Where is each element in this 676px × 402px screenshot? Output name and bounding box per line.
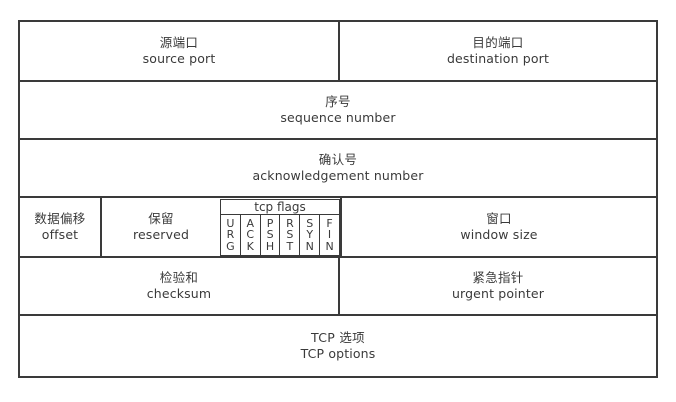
field-tcp-options-label-en: TCP options bbox=[300, 346, 376, 361]
tcp-flag-psh-line1: P bbox=[266, 216, 274, 230]
field-reserved-label-cn: 保留 bbox=[148, 210, 174, 226]
field-acknowledgement-number-label-en: acknowledgement number bbox=[252, 168, 424, 183]
tcp-flag-fin-line2: I bbox=[327, 228, 332, 242]
tcp-flag-psh: P S H bbox=[259, 215, 280, 255]
field-data-offset: 数据偏移 offset bbox=[20, 198, 100, 256]
header-row-ports: 源端口 source port 目的端口 destination port bbox=[20, 22, 656, 80]
field-urgent-pointer: 紧急指针 urgent pointer bbox=[338, 258, 656, 314]
field-tcp-options-label-cn: TCP 选项 bbox=[311, 329, 365, 345]
field-window-size-label-en: window size bbox=[460, 227, 538, 242]
tcp-flag-syn-line1: S bbox=[306, 216, 314, 230]
field-sequence-number-label-cn: 序号 bbox=[325, 93, 351, 109]
field-destination-port-label-en: destination port bbox=[446, 51, 550, 66]
tcp-flag-psh-line2: S bbox=[266, 228, 274, 242]
tcp-flags-label: tcp flags bbox=[221, 200, 339, 215]
field-source-port: 源端口 source port bbox=[20, 22, 338, 80]
field-window-size: 窗口 window size bbox=[340, 198, 656, 256]
field-urgent-pointer-label-cn: 紧急指针 bbox=[472, 269, 524, 285]
field-reserved: 保留 reserved bbox=[100, 198, 220, 256]
field-checksum-label-en: checksum bbox=[146, 286, 212, 301]
tcp-flag-urg-line2: R bbox=[226, 228, 235, 242]
field-source-port-label-cn: 源端口 bbox=[159, 34, 199, 50]
header-row-options: TCP 选项 TCP options bbox=[20, 314, 656, 376]
tcp-flag-urg-line1: U bbox=[226, 216, 235, 230]
field-acknowledgement-number-label-cn: 确认号 bbox=[318, 151, 358, 167]
field-acknowledgement-number: 确认号 acknowledgement number bbox=[20, 140, 656, 196]
header-row-acknowledgement: 确认号 acknowledgement number bbox=[20, 138, 656, 196]
field-data-offset-label-cn: 数据偏移 bbox=[34, 210, 86, 226]
field-sequence-number-label-en: sequence number bbox=[280, 110, 396, 125]
tcp-flag-syn-line2: Y bbox=[306, 228, 314, 242]
tcp-flags-cell-list: U R G A C K P S H R S T S Y N bbox=[221, 215, 339, 255]
header-row-sequence: 序号 sequence number bbox=[20, 80, 656, 138]
header-row-checksum: 检验和 checksum 紧急指针 urgent pointer bbox=[20, 256, 656, 314]
field-data-offset-label-en: offset bbox=[41, 227, 79, 242]
tcp-flag-urg-line3: G bbox=[226, 239, 235, 253]
field-destination-port: 目的端口 destination port bbox=[338, 22, 656, 80]
tcp-flag-urg: U R G bbox=[221, 215, 240, 255]
field-sequence-number: 序号 sequence number bbox=[20, 82, 656, 138]
field-checksum-label-cn: 检验和 bbox=[159, 269, 199, 285]
tcp-flag-rst-line1: R bbox=[286, 216, 294, 230]
tcp-flag-fin-line3: N bbox=[325, 239, 334, 253]
tcp-flag-ack-line3: K bbox=[246, 239, 254, 253]
tcp-header-diagram: 源端口 source port 目的端口 destination port 序号… bbox=[18, 20, 658, 378]
tcp-flag-fin: F I N bbox=[319, 215, 339, 255]
tcp-flag-fin-line1: F bbox=[326, 216, 333, 230]
tcp-flag-ack-line1: A bbox=[246, 216, 254, 230]
tcp-flag-rst: R S T bbox=[279, 215, 300, 255]
tcp-flag-rst-line3: T bbox=[286, 239, 294, 253]
tcp-flag-ack-line2: C bbox=[246, 228, 255, 242]
field-checksum: 检验和 checksum bbox=[20, 258, 338, 314]
tcp-flag-syn: S Y N bbox=[299, 215, 320, 255]
field-destination-port-label-cn: 目的端口 bbox=[472, 34, 524, 50]
field-source-port-label-en: source port bbox=[142, 51, 216, 66]
tcp-flag-ack: A C K bbox=[239, 215, 260, 255]
field-tcp-options: TCP 选项 TCP options bbox=[20, 316, 656, 376]
field-reserved-label-en: reserved bbox=[132, 227, 190, 242]
tcp-flags-box: tcp flags U R G A C K P S H R S T bbox=[220, 199, 340, 256]
tcp-flag-psh-line3: H bbox=[265, 239, 275, 253]
tcp-flag-rst-line2: S bbox=[286, 228, 294, 242]
tcp-flag-syn-line3: N bbox=[305, 239, 314, 253]
field-window-size-label-cn: 窗口 bbox=[486, 210, 512, 226]
field-urgent-pointer-label-en: urgent pointer bbox=[451, 286, 545, 301]
